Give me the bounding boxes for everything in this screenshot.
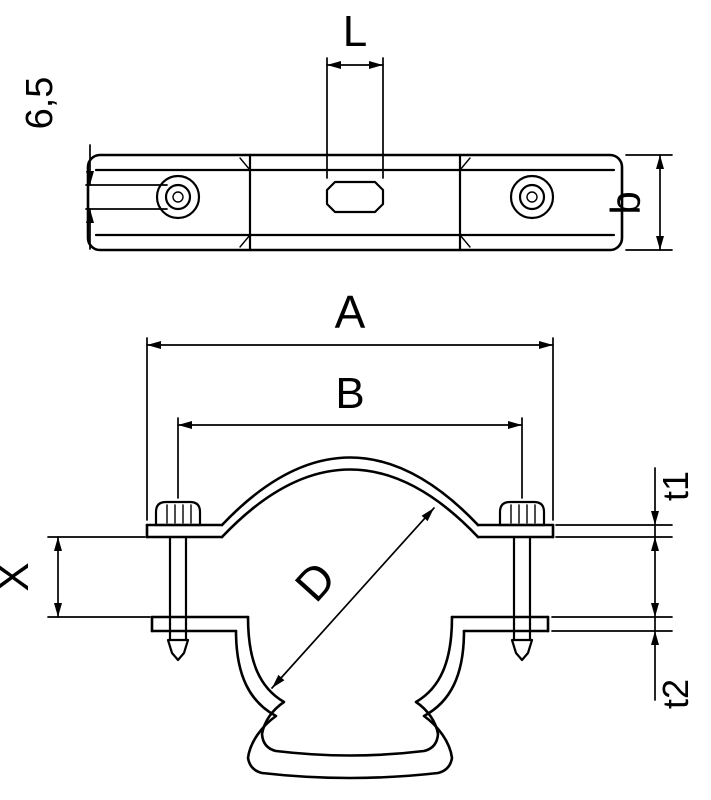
screw-left-tip <box>166 638 190 662</box>
arrowhead <box>508 421 522 429</box>
dim-L: L <box>326 7 384 179</box>
arrowhead <box>421 508 434 522</box>
arrowhead <box>651 603 659 617</box>
dim-label-D: D <box>285 552 346 611</box>
chamfer-3 <box>459 157 471 171</box>
dome-inner <box>220 468 480 539</box>
dim-label-6-5: 6,5 <box>19 77 61 130</box>
dim-label-t2: t2 <box>655 679 696 709</box>
right-hole <box>509 174 555 220</box>
cradle-outer <box>234 629 466 780</box>
screw-left-head <box>154 500 202 527</box>
screw-right-head <box>498 500 546 527</box>
dim-A: A <box>146 286 554 521</box>
arrowhead <box>651 511 659 525</box>
arrowhead <box>272 674 285 688</box>
chamfer-4 <box>459 234 471 248</box>
strap-outline <box>86 153 624 252</box>
arrowhead <box>651 537 659 551</box>
dim-t1-t2: t1 t2 <box>551 467 696 709</box>
dim-D: D <box>271 507 435 689</box>
screw-right-tip <box>510 638 534 662</box>
dim-label-b: b <box>602 191 649 214</box>
arrowhead <box>86 209 94 223</box>
arrowhead <box>86 171 94 185</box>
right-hole-outer <box>509 174 555 220</box>
dim-label-A: A <box>335 286 366 338</box>
chamfer-2 <box>239 234 251 248</box>
arrowhead <box>369 61 383 69</box>
dim-X: X <box>0 536 151 618</box>
dim-label-X: X <box>0 562 38 591</box>
lower-body <box>150 615 550 780</box>
screw-left <box>154 500 202 662</box>
left-hole-inner <box>164 183 192 211</box>
dim-label-L: L <box>343 7 367 56</box>
left-hole <box>155 174 201 220</box>
cradle-inner <box>246 615 454 757</box>
top-view: L 6,5 b <box>19 7 673 252</box>
left-hole-outer <box>155 174 201 220</box>
arrowhead <box>147 341 161 349</box>
arrowhead <box>327 61 341 69</box>
arrowhead <box>54 603 62 617</box>
upper-strap <box>145 456 555 539</box>
center-slot <box>325 180 385 214</box>
dim-6-5: 6,5 <box>19 77 168 250</box>
arrowhead <box>656 236 664 250</box>
left-hole-center <box>172 191 184 203</box>
dim-label-t1: t1 <box>655 471 696 501</box>
arrowhead <box>539 341 553 349</box>
arrowhead <box>178 421 192 429</box>
dim-b: b <box>602 154 673 251</box>
screw-right <box>498 500 546 662</box>
right-hole-center <box>526 191 538 203</box>
arrowhead <box>656 155 664 169</box>
front-view: A B X <box>0 286 696 780</box>
arrowhead <box>651 631 659 645</box>
arrowhead <box>54 537 62 551</box>
dim-label-B: B <box>335 369 364 418</box>
dome-outer <box>220 456 480 527</box>
right-hole-inner <box>518 183 546 211</box>
dim-B: B <box>177 369 523 499</box>
chamfer-1 <box>239 157 251 171</box>
